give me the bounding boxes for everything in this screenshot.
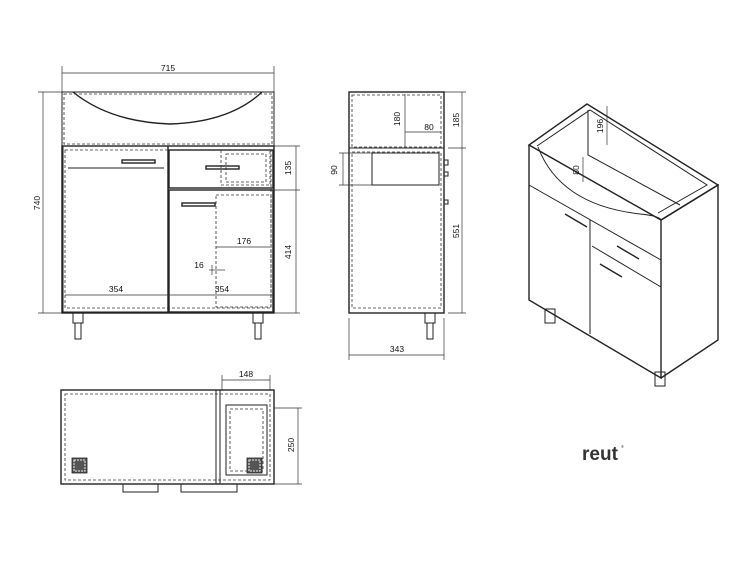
hatch-block-left bbox=[71, 457, 88, 474]
right-door-width-label: 354 bbox=[215, 284, 229, 294]
bowl-offset-label: 80 bbox=[424, 122, 434, 132]
perspective-view: 196 80 bbox=[527, 103, 720, 387]
side-view: 90 180 80 185 551 343 bbox=[329, 91, 466, 360]
top-view: 148 250 bbox=[60, 369, 302, 493]
bowl-depth-label: 180 bbox=[392, 112, 402, 126]
front-width-label: 715 bbox=[161, 63, 175, 73]
drawer-inner-label: 176 bbox=[237, 236, 251, 246]
hatch-block-right bbox=[246, 457, 263, 474]
trademark-mark: ® bbox=[621, 444, 624, 449]
door-height-label: 414 bbox=[283, 245, 293, 259]
top-width-label: 148 bbox=[239, 369, 253, 379]
front-height-label: 740 bbox=[32, 196, 42, 210]
side-lower-label: 551 bbox=[451, 224, 461, 238]
perspective-back-label: 196 bbox=[595, 119, 605, 133]
side-top-label: 185 bbox=[451, 113, 461, 127]
side-depth-label: 343 bbox=[390, 344, 404, 354]
top-height-label: 250 bbox=[286, 438, 296, 452]
left-door-width-label: 354 bbox=[109, 284, 123, 294]
perspective-bowl-label: 80 bbox=[571, 165, 581, 175]
drawer-height-label: 135 bbox=[283, 161, 293, 175]
reut-logo: reut bbox=[582, 444, 619, 465]
side-drawer-label: 90 bbox=[329, 165, 339, 175]
brand-logo: reut ® bbox=[582, 444, 624, 465]
front-view: 715 740 176 16 354 bbox=[32, 63, 300, 340]
gap-label: 16 bbox=[194, 260, 204, 270]
